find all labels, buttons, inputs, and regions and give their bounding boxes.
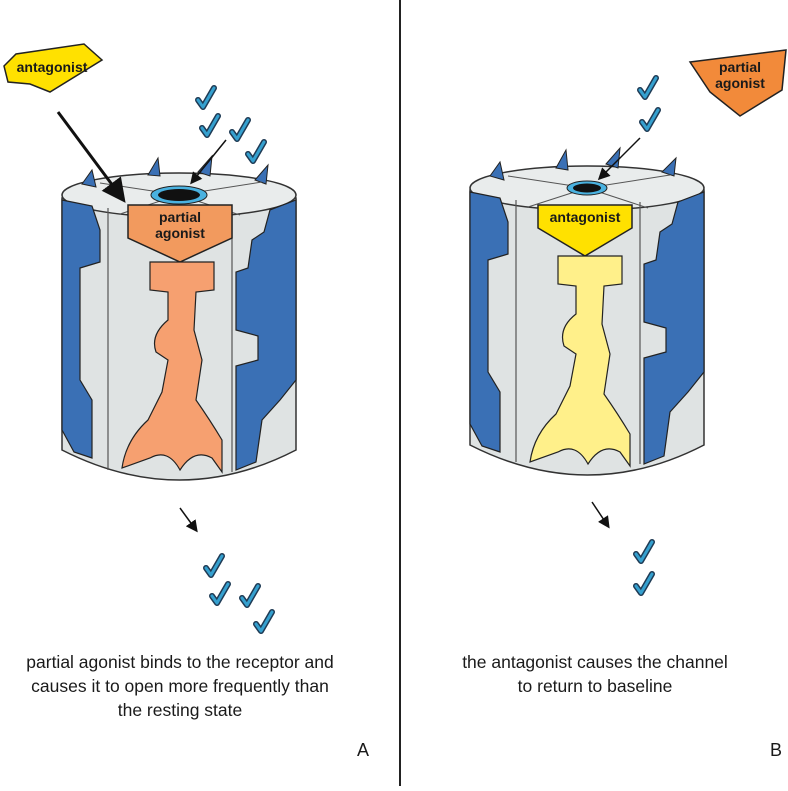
caption-b-line-2: to return to baseline [517,676,673,696]
caption-b-line-1: the antagonist causes the channel [462,652,728,672]
floating-ligand-a: antagonist [3,43,104,93]
panel-b: antagonist partial agonist [469,49,787,593]
bound-ligand-a-label-1: partial [159,209,201,225]
floating-ligand-a-label: antagonist [17,59,88,75]
bound-ligand-b-label: antagonist [550,209,621,225]
panel-letter-a: A [357,740,370,760]
ions-below-b [636,542,652,593]
ion-in-arrow-a [190,139,227,185]
ions-below-a [206,556,272,631]
floating-ligand-b-label-1: partial [719,59,761,75]
ions-above-a [198,88,264,161]
bound-ligand-b: antagonist [529,204,633,468]
floating-ligand-b-label-2: agonist [715,75,765,91]
ions-above-b [640,78,658,129]
caption-a: partial agonist binds to the receptor an… [0,650,360,722]
panel-a: partial agonist antagonist [3,43,297,631]
caption-a-line-2: causes it to open more frequently than [31,676,329,696]
ion-out-arrow-b [591,501,610,529]
caption-a-line-1: partial agonist binds to the receptor an… [26,652,334,672]
bound-ligand-a-label-2: agonist [155,225,205,241]
caption-b: the antagonist causes the channel to ret… [420,650,770,698]
caption-a-line-3: the resting state [117,700,243,720]
panel-letter-b: B [770,740,783,760]
arrow-antagonist-to-pore-a [56,111,126,203]
bound-ligand-a: partial agonist [121,204,233,474]
ion-out-arrow-a [179,507,198,533]
floating-ligand-b: partial agonist [688,49,787,117]
ion-in-arrow-b [597,137,641,181]
